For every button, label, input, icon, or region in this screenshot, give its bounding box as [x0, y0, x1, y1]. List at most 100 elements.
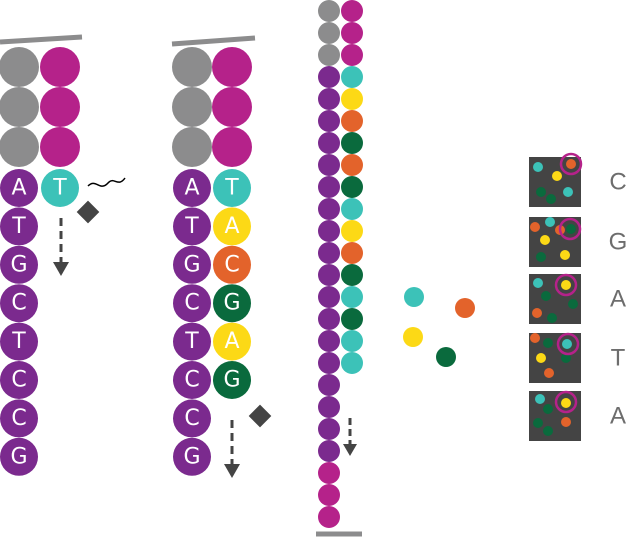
- right-bead-column: [341, 0, 363, 374]
- bead: [341, 176, 363, 198]
- bead: [341, 0, 363, 22]
- cluster-dot: [566, 224, 576, 234]
- cluster-dot: [552, 171, 562, 181]
- template-bead: [0, 399, 38, 438]
- bead: [318, 418, 340, 440]
- synthesized-bead: [41, 169, 79, 207]
- anchor-bead-magenta: [212, 47, 252, 87]
- cluster-dot: [532, 308, 542, 318]
- template-bead: [0, 169, 38, 207]
- bead: [318, 22, 340, 44]
- bead: [318, 286, 340, 308]
- bead: [341, 22, 363, 44]
- cluster-dot: [546, 194, 556, 204]
- bead: [341, 220, 363, 242]
- base-letter: A: [224, 214, 239, 239]
- free-nucleotides: [403, 287, 475, 367]
- bead: [318, 220, 340, 242]
- bead: [318, 308, 340, 330]
- anchor-bead-magenta: [212, 127, 252, 167]
- bead: [318, 88, 340, 110]
- cluster-dot: [543, 338, 553, 348]
- surface-line: [0, 34, 83, 45]
- readout-tile: G: [529, 217, 627, 267]
- anchor-bead-magenta: [40, 87, 80, 127]
- bead: [318, 242, 340, 264]
- panel-bead-columns: [316, 0, 363, 537]
- bead: [341, 44, 363, 66]
- highlight-ring: [554, 273, 578, 297]
- readout-tile: T: [529, 332, 626, 383]
- bead: [318, 462, 340, 484]
- bead: [341, 110, 363, 132]
- base-letter: T: [611, 345, 626, 372]
- anchor-bead-magenta: [40, 127, 80, 167]
- cluster-dot: [530, 222, 540, 232]
- cluster-dot: [561, 417, 571, 427]
- free-nucleotide-yellow: [403, 327, 423, 347]
- base-letter: T: [224, 176, 239, 201]
- synthesized-bead: [213, 361, 251, 399]
- template-bead: [0, 207, 38, 246]
- base-letter: C: [184, 368, 199, 393]
- base-letter: C: [184, 406, 199, 431]
- cluster-dot: [545, 217, 555, 227]
- bead: [318, 440, 340, 462]
- synthesized-strand: T: [41, 169, 79, 207]
- bead: [318, 66, 340, 88]
- base-letter: C: [224, 252, 239, 277]
- bead: [318, 330, 340, 352]
- diamond-icon: [76, 200, 100, 224]
- bead: [318, 506, 340, 528]
- highlight-ring: [558, 217, 582, 241]
- arrow-head: [343, 444, 357, 456]
- base-letter: G: [183, 252, 200, 277]
- synthesized-bead: [213, 322, 251, 361]
- base-letter: A: [610, 403, 626, 430]
- arrow-head: [53, 262, 69, 276]
- base-letter: T: [184, 214, 199, 239]
- template-bead: [0, 245, 38, 284]
- highlight-ring: [556, 332, 580, 356]
- cluster-dot: [544, 368, 554, 378]
- bead: [341, 132, 363, 154]
- cluster-dot: [568, 299, 578, 309]
- template-bead: [0, 361, 38, 399]
- bead: [318, 396, 340, 418]
- bead: [341, 286, 363, 308]
- base-letter: A: [11, 176, 26, 201]
- base-letter: C: [11, 368, 26, 393]
- anchor-bead-gray: [0, 87, 39, 127]
- synthesized-bead: [213, 207, 251, 246]
- base-letter: A: [184, 176, 199, 201]
- base-letter: C: [184, 291, 199, 316]
- cluster-dot: [561, 280, 571, 290]
- bead: [341, 88, 363, 110]
- base-letter: T: [11, 329, 26, 354]
- base-letter: T: [184, 329, 199, 354]
- base-letter: C: [609, 169, 626, 196]
- readout-tile: A: [529, 390, 626, 441]
- left-bead-column: [318, 0, 340, 528]
- bead: [318, 154, 340, 176]
- cluster-dot: [562, 339, 572, 349]
- cluster-dot: [561, 353, 571, 363]
- readout-tile: C: [529, 152, 627, 207]
- base-letter: T: [11, 214, 26, 239]
- cluster-dot: [566, 159, 576, 169]
- cluster-dot: [543, 404, 553, 414]
- bead: [341, 308, 363, 330]
- anchor-bead-gray: [0, 127, 39, 167]
- cluster-dot: [560, 250, 570, 260]
- template-bead: [173, 437, 211, 476]
- base-letter: C: [11, 406, 26, 431]
- cluster-dot: [533, 278, 543, 288]
- free-nucleotide-green: [436, 347, 456, 367]
- anchor-bead-gray: [172, 47, 212, 87]
- bead: [341, 198, 363, 220]
- cluster-dot: [530, 333, 540, 343]
- template-bead: [173, 245, 211, 284]
